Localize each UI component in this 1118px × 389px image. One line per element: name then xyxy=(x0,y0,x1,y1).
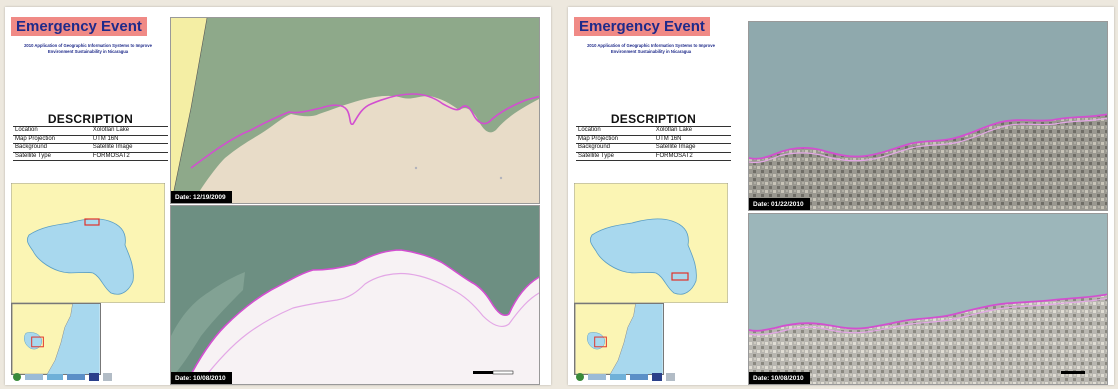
logo-icon xyxy=(13,373,21,381)
row-value: FORMOSAT2 xyxy=(90,152,168,161)
satellite-imagery xyxy=(749,214,1107,384)
row-value: UTM 16N xyxy=(653,135,731,144)
row-label: Satellite Type xyxy=(13,152,91,161)
logo-icon xyxy=(610,374,626,380)
poster-subtitle: 2010 Application of Geographic Informati… xyxy=(587,43,715,54)
area-of-interest-box xyxy=(84,218,100,226)
flood-boundary-inner xyxy=(200,272,539,383)
satellite-imagery xyxy=(171,18,539,203)
logo-icon xyxy=(588,374,606,380)
scale-bar xyxy=(473,370,514,375)
description-heading: DESCRIPTION xyxy=(47,112,134,126)
row-label: Satellite Type xyxy=(576,152,654,161)
lake-overview-map xyxy=(11,183,165,303)
logo-icon xyxy=(666,373,675,381)
country-locator-map xyxy=(11,303,101,375)
country-locator-map xyxy=(574,303,664,375)
poster-title: Emergency Event xyxy=(574,17,710,36)
logo-icon xyxy=(652,373,662,381)
map-date-label: Date: 01/22/2010 xyxy=(749,198,810,210)
poster-subtitle: 2010 Application of Geographic Informati… xyxy=(24,43,152,54)
lake-water xyxy=(749,22,1107,159)
row-label: Background xyxy=(576,143,654,153)
satellite-map-bottom: Date: 10/08/2010 xyxy=(170,205,540,385)
map-date-label: Date: 10/08/2010 xyxy=(171,372,232,384)
locator-land xyxy=(12,304,73,374)
lake-shape xyxy=(589,218,697,295)
row-label: Location xyxy=(576,126,654,136)
row-label: Map Projection xyxy=(13,135,91,144)
flood-boundary-outer xyxy=(185,249,539,384)
logo-icon xyxy=(576,373,584,381)
vegetation-patch xyxy=(171,272,245,378)
poster-title: Emergency Event xyxy=(11,17,147,36)
description-heading: DESCRIPTION xyxy=(610,112,697,126)
logo-icon xyxy=(67,374,85,380)
scale-bar xyxy=(1061,371,1085,374)
row-value: FORMOSAT2 xyxy=(653,152,731,161)
row-value: Satellite Image xyxy=(653,143,731,153)
vegetated-land xyxy=(171,206,539,384)
vegetated-land xyxy=(171,18,539,203)
map-date-label: Date: 10/08/2010 xyxy=(749,372,810,384)
row-value: Xolotlan Lake xyxy=(653,126,731,136)
partner-logos xyxy=(13,373,112,381)
locator-land xyxy=(575,304,636,374)
row-value: UTM 16N xyxy=(90,135,168,144)
dry-land-strip xyxy=(171,18,207,203)
satellite-map-top: Date: 12/19/2009 xyxy=(170,17,540,204)
poster-left: Emergency Event 2010 Application of Geog… xyxy=(5,7,551,385)
partner-logos xyxy=(576,373,675,381)
logo-icon xyxy=(630,374,648,380)
scale-segment xyxy=(473,371,493,374)
shoreline-boundary xyxy=(749,113,1107,160)
area-of-interest-box xyxy=(671,272,689,281)
map-date-label: Date: 12/19/2009 xyxy=(171,191,232,203)
shoreline-boundary xyxy=(190,93,539,169)
satellite-map-bottom: Date: 10/08/2010 xyxy=(748,213,1108,385)
water-speck xyxy=(499,176,503,180)
scale-segment xyxy=(492,370,514,375)
logo-icon xyxy=(47,374,63,380)
locator-highlight-box xyxy=(31,336,44,348)
satellite-map-top: Date: 01/22/2010 xyxy=(748,21,1108,211)
water-speck xyxy=(414,166,418,170)
lake-water xyxy=(749,214,1107,331)
row-value: Xolotlan Lake xyxy=(90,126,168,136)
image-edge-line xyxy=(171,18,208,203)
row-label: Background xyxy=(13,143,91,153)
shoreline-boundary-secondary xyxy=(749,297,1107,336)
logo-icon xyxy=(25,374,43,380)
locator-highlight-box xyxy=(594,336,607,348)
row-label: Map Projection xyxy=(576,135,654,144)
scale-segment xyxy=(1061,371,1085,374)
poster-right: Emergency Event 2010 Application of Geog… xyxy=(568,7,1114,385)
satellite-imagery xyxy=(749,22,1107,210)
lake-overview-map xyxy=(574,183,728,303)
shoreline-boundary-secondary xyxy=(749,117,1107,164)
logo-icon xyxy=(103,373,112,381)
row-label: Location xyxy=(13,126,91,136)
row-value: Satellite Image xyxy=(90,143,168,153)
logo-icon xyxy=(89,373,99,381)
satellite-imagery xyxy=(171,206,539,384)
shoreline-boundary xyxy=(749,293,1107,332)
